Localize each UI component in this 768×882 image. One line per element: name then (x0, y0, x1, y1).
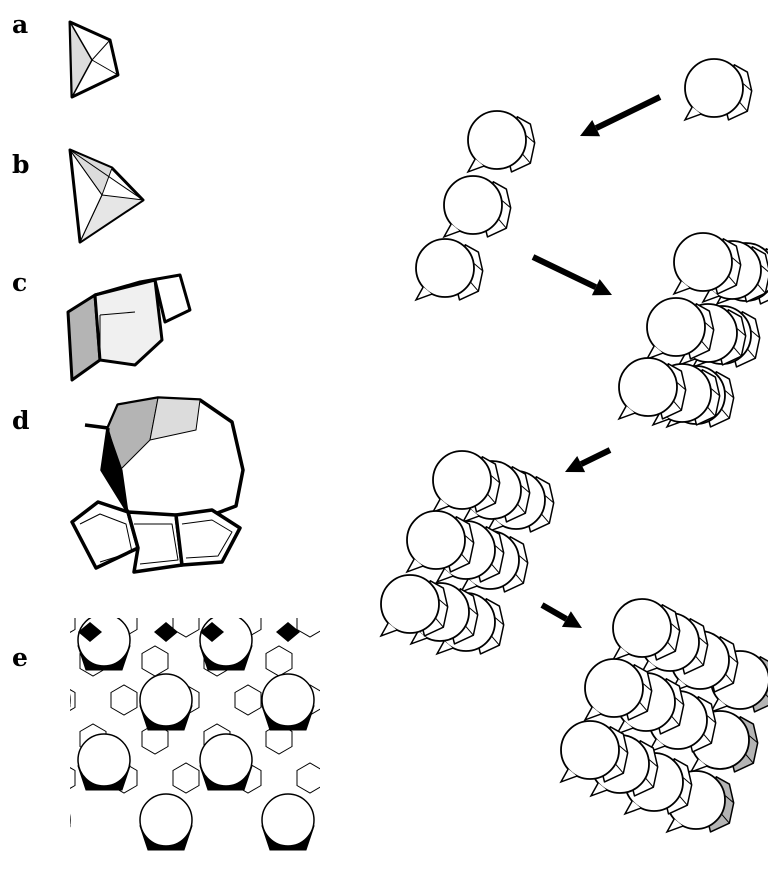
cage-unit-sheet (645, 297, 715, 361)
framework-wall (70, 825, 71, 828)
framework-channel (261, 793, 315, 847)
cage-unit-single (683, 58, 753, 122)
arrow-step-2 (531, 254, 612, 296)
panel-label-b: b (12, 150, 30, 179)
cage-unit-chain (442, 175, 512, 239)
cage-unit-sheet (617, 357, 687, 421)
framework-hexagon (18, 568, 44, 598)
panel-b-cage (68, 148, 145, 244)
framework-channel (199, 733, 253, 787)
framework-channel (139, 673, 193, 727)
framework-hexagon (390, 646, 416, 676)
framework-hexagon (172, 618, 200, 638)
arrow-step-4 (540, 602, 582, 628)
framework-hexagon (142, 568, 168, 598)
framework-top-cap (78, 622, 102, 642)
framework-hexagon (18, 646, 44, 676)
framework-hexagon (70, 767, 76, 789)
framework-hexagon (172, 762, 200, 794)
framework-hexagon (265, 645, 293, 677)
cage-unit-sheet (672, 232, 742, 296)
cage-unit-framework (559, 720, 629, 784)
cage-unit-stack (431, 450, 501, 514)
framework-hexagon (70, 689, 76, 711)
framework-hexagon (296, 618, 320, 638)
cage-unit-stack (405, 510, 475, 574)
framework-hexagon (265, 723, 293, 755)
framework-channel (199, 618, 253, 667)
panel-label-a: a (12, 10, 29, 39)
cage-unit-chain (414, 238, 484, 302)
framework-top-cap (200, 622, 224, 642)
framework-hexagon (296, 762, 320, 794)
framework-hexagon (0, 685, 13, 715)
framework-hexagon (328, 724, 354, 754)
framework-channel (70, 813, 71, 827)
framework-hexagon (390, 724, 416, 754)
framework-hexagon (141, 645, 169, 677)
framework-hexagon (359, 685, 385, 715)
framework-top-cap (276, 622, 300, 642)
framework-hexagon (234, 684, 262, 716)
arrow-step-1 (580, 94, 662, 137)
panel-c-cage (66, 273, 192, 382)
arrow-step-3 (565, 447, 612, 473)
framework-top-cap (154, 622, 178, 642)
cage-unit-chain (466, 110, 536, 174)
panel-e-framework (0, 568, 416, 851)
framework-hexagon (0, 763, 13, 793)
framework-channel (70, 693, 71, 707)
framework-hexagon (0, 607, 13, 637)
framework-channel (77, 733, 131, 787)
framework-hexagon (141, 723, 169, 755)
framework-hexagon (328, 568, 354, 598)
framework-hexagon (110, 684, 138, 716)
cage-unit-framework (611, 598, 681, 662)
panel-a-cage (68, 20, 120, 99)
panel-d-cage (70, 396, 245, 574)
framework-hexagon (266, 568, 292, 598)
framework-hexagon (18, 724, 44, 754)
framework-channel (139, 793, 193, 847)
framework-channel (261, 673, 315, 727)
framework-hexagon (80, 568, 106, 598)
framework-wall (70, 705, 71, 708)
cage-unit-framework (583, 658, 653, 722)
cage-unit-stack (379, 574, 449, 638)
panel-label-d: d (12, 406, 30, 435)
framework-hexagon (328, 646, 354, 676)
framework-channel (77, 618, 131, 667)
stacking-schematic (379, 58, 768, 834)
panel-label-c: c (12, 268, 28, 297)
panel-label-e: e (12, 643, 28, 672)
framework-hexagon (204, 568, 230, 598)
framework-hexagon (359, 763, 385, 793)
framework-hexagon (70, 618, 76, 633)
